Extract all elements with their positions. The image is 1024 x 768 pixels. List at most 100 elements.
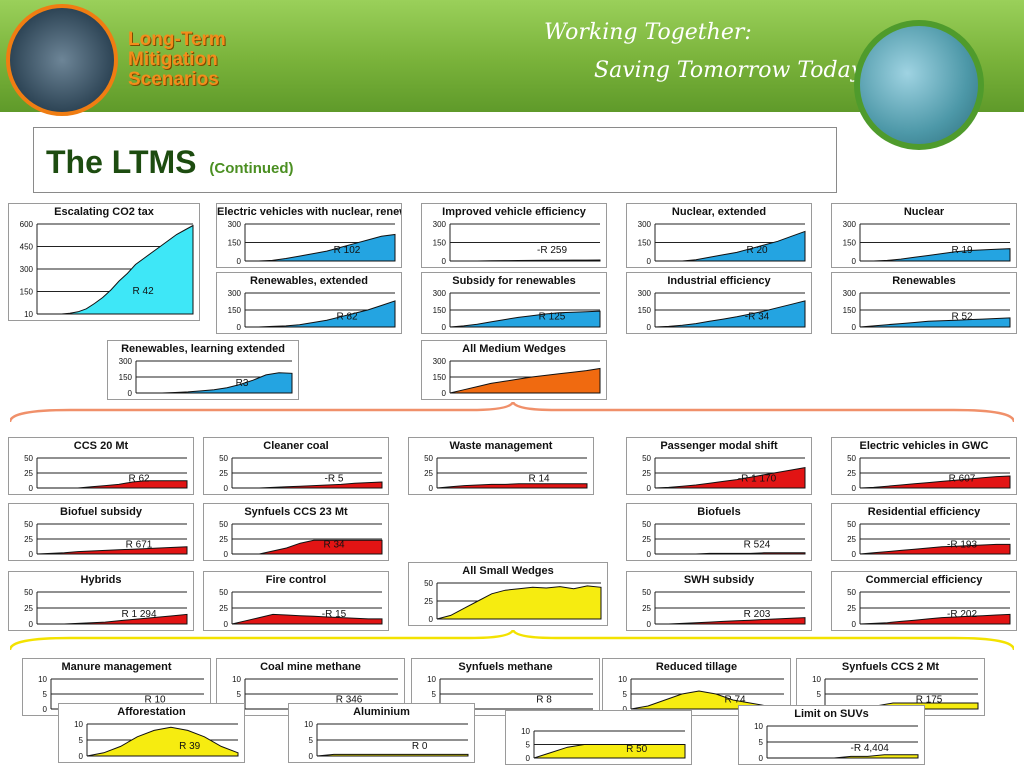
tick-label: 300 <box>228 289 242 298</box>
data-label: R 10 <box>144 694 166 705</box>
tick-label: 5 <box>623 690 628 699</box>
series-area <box>37 613 188 625</box>
tick-label: 50 <box>642 588 651 597</box>
data-label: R 52 <box>951 312 973 323</box>
series-area <box>654 467 806 489</box>
tick-label: 5 <box>309 736 314 745</box>
data-label: R3 <box>236 378 249 389</box>
series-area <box>245 300 396 328</box>
data-label: R 14 <box>528 473 550 484</box>
chart-title: Coal mine methane <box>260 661 361 673</box>
series-area <box>86 726 239 757</box>
tick-label: 0 <box>852 484 857 493</box>
data-label: R 346 <box>336 694 363 705</box>
tick-label: 25 <box>219 535 228 544</box>
tick-label: 300 <box>638 220 652 229</box>
tick-label: 300 <box>228 220 242 229</box>
chart-title: Aluminium <box>353 706 410 718</box>
data-label: R 34 <box>323 539 345 550</box>
tick-label: 300 <box>20 265 34 274</box>
tick-label: 0 <box>647 323 652 332</box>
series-area <box>859 543 1011 555</box>
tick-label: 0 <box>79 752 84 761</box>
tick-label: 0 <box>237 257 242 266</box>
chart-title: Renewables <box>892 275 956 287</box>
tick-label: 150 <box>20 288 34 297</box>
data-label: R 50 <box>626 744 648 755</box>
data-label: -R 202 <box>947 609 977 620</box>
tick-label: 0 <box>224 550 229 559</box>
logo-line-2: Mitigation <box>128 49 218 70</box>
data-label: R 125 <box>539 312 566 323</box>
tick-label: 150 <box>433 306 447 315</box>
tick-label: 0 <box>526 754 531 763</box>
tick-label: 50 <box>424 454 433 463</box>
chart-title: SWH subsidy <box>683 574 755 586</box>
data-label: -R 15 <box>322 609 347 620</box>
chart-title: Limit on SUVs <box>794 708 869 720</box>
tick-label: 0 <box>647 550 652 559</box>
orange-brace <box>10 402 1014 423</box>
tick-label: 50 <box>219 588 228 597</box>
tagline-line-1: Working Together: <box>544 20 752 45</box>
chart-title: CCS 20 Mt <box>73 440 129 452</box>
series-area <box>136 372 293 394</box>
tick-label: 50 <box>847 454 856 463</box>
tick-label: 10 <box>521 727 530 736</box>
tick-label: 0 <box>429 484 434 493</box>
chart-title: Commercial efficiency <box>865 574 983 586</box>
series-area <box>859 613 1011 625</box>
tick-label: 150 <box>638 239 652 248</box>
data-label: R 175 <box>916 694 943 705</box>
tick-label: 600 <box>20 220 34 229</box>
tick-label: 50 <box>219 454 228 463</box>
tick-label: 25 <box>24 535 33 544</box>
data-label: R 39 <box>179 741 201 752</box>
yellow-brace <box>10 630 1014 651</box>
chart-title: Hybrids <box>80 574 122 586</box>
chart-title: Biofuel subsidy <box>60 506 142 518</box>
tick-label: 300 <box>843 220 857 229</box>
chart-title: Waste management <box>449 440 553 452</box>
data-label: R 62 <box>128 473 150 484</box>
tick-label: 0 <box>647 620 652 629</box>
tick-label: 150 <box>119 373 133 382</box>
series-area <box>654 300 806 328</box>
tick-label: 0 <box>442 389 447 398</box>
tick-label: 150 <box>433 373 447 382</box>
tick-label: 25 <box>847 469 856 478</box>
tick-label: 300 <box>433 220 447 229</box>
data-label: R 203 <box>744 609 771 620</box>
tick-label: 300 <box>638 289 652 298</box>
page-title: The LTMS (Continued) <box>46 144 294 181</box>
tick-label: 10 <box>812 675 821 684</box>
tick-label: 150 <box>843 239 857 248</box>
series-area <box>859 317 1011 328</box>
logo-line-3: Scenarios <box>128 69 219 90</box>
series-area <box>859 475 1011 489</box>
data-label: R 82 <box>336 312 358 323</box>
tick-label: 10 <box>232 675 241 684</box>
tick-label: 0 <box>429 615 434 624</box>
series-area <box>232 539 383 555</box>
